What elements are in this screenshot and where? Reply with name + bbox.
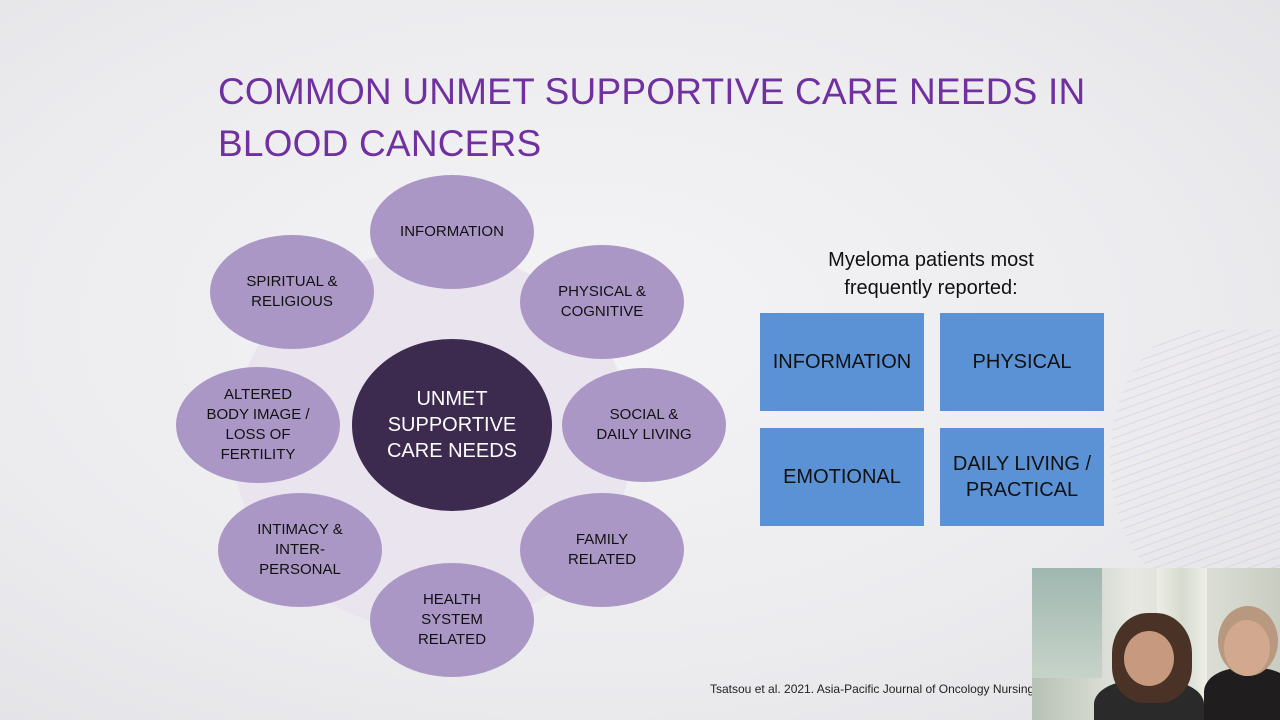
- video-inset: [1032, 568, 1280, 720]
- box-physical: PHYSICAL: [940, 313, 1104, 411]
- speaker-2-face: [1224, 620, 1270, 676]
- petal-health-system: HEALTH SYSTEM RELATED: [370, 563, 534, 677]
- speaker-2-body: [1204, 668, 1280, 720]
- petal-spiritual: SPIRITUAL & RELIGIOUS: [210, 235, 374, 349]
- petal-information: INFORMATION: [370, 175, 534, 289]
- petal-family-related: FAMILY RELATED: [520, 493, 684, 607]
- decorative-lines: [1110, 330, 1280, 590]
- window: [1032, 568, 1102, 678]
- petal-physical-cognitive: PHYSICAL & COGNITIVE: [520, 245, 684, 359]
- slide-title: COMMON UNMET SUPPORTIVE CARE NEEDS IN BL…: [218, 71, 1086, 164]
- box-information: INFORMATION: [760, 313, 924, 411]
- speaker-1-face: [1124, 631, 1174, 686]
- petal-social-daily-living: SOCIAL & DAILY LIVING: [562, 368, 726, 482]
- petal-intimacy: INTIMACY & INTER- PERSONAL: [218, 493, 382, 607]
- side-heading: Myeloma patients most frequently reporte…: [828, 249, 1034, 299]
- center-circle: UNMET SUPPORTIVE CARE NEEDS: [352, 339, 552, 511]
- citation: Tsatsou et al. 2021. Asia-Pacific Journa…: [710, 682, 1035, 696]
- box-daily-living: DAILY LIVING / PRACTICAL: [940, 428, 1104, 526]
- petal-body-image: ALTERED BODY IMAGE / LOSS OF FERTILITY: [176, 367, 340, 483]
- box-emotional: EMOTIONAL: [760, 428, 924, 526]
